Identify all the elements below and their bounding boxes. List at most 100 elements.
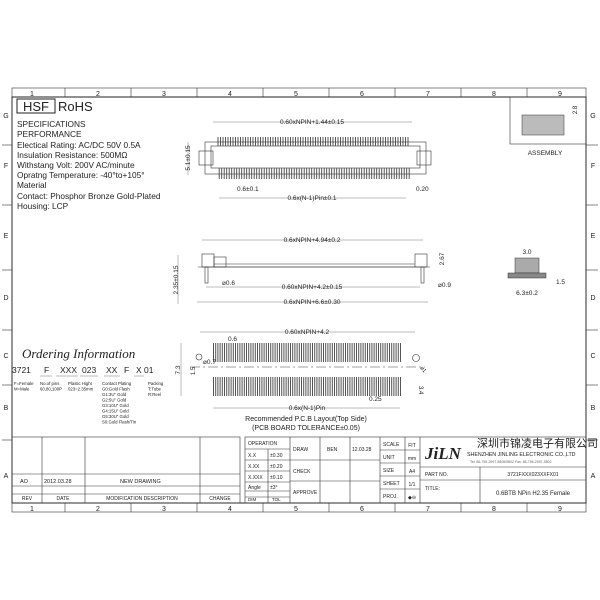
order-note-plating: Contact Plating (102, 381, 132, 386)
pcb-pad (213, 377, 214, 396)
rev-value: AO (20, 479, 29, 485)
pcb-pad (221, 377, 223, 396)
pcb-pad (232, 377, 234, 396)
pcb-pad (290, 377, 291, 396)
pcb-pad (393, 343, 395, 362)
pcb-pad (327, 377, 329, 396)
pcb-pad (243, 377, 245, 396)
company-name-en: SHENZHEN JINLING ELECTRONIC CO.,LTD (467, 452, 576, 458)
pcb-pad (274, 377, 276, 396)
pcb-pad (248, 377, 250, 396)
order-code-part: F (124, 365, 129, 375)
pcb-pad (263, 377, 265, 396)
order-note-packing: R:Reel (148, 392, 161, 397)
pcb-pad (395, 343, 397, 362)
column-label: 3 (162, 506, 166, 513)
pcb-pad (281, 343, 283, 362)
pcb-pad (213, 343, 214, 362)
top-view: 0.60xNPIN+1.44±0.15 5.1±0.15 0.6±0.1 0.2… (185, 119, 432, 202)
pcb-pad (340, 343, 342, 362)
column-label: 9 (558, 506, 562, 513)
pcb-pad (378, 377, 379, 396)
column-label: 5 (294, 91, 298, 98)
row-label: C (590, 353, 595, 360)
proj-value: ◆⊖ (408, 495, 416, 501)
pcb-pad (360, 377, 362, 396)
pcb-pad (276, 377, 278, 396)
sheet-value: 1/1 (409, 482, 416, 488)
pcb-pad (239, 343, 241, 362)
column-label: 3 (162, 91, 166, 98)
pcb-pad (397, 343, 399, 362)
pcb-pad (364, 343, 366, 362)
pcb-pad (270, 377, 272, 396)
pcb-pad (375, 343, 377, 362)
rev-header: CHANGE (209, 496, 231, 502)
order-note-pins: No.of pins (40, 381, 59, 386)
order-note-height: 023=2.35mm (68, 387, 94, 392)
pcb-pad (349, 377, 351, 396)
pcb-pad (226, 343, 228, 362)
pcb-pad (345, 343, 346, 362)
pcb-pad (305, 377, 307, 396)
pcb-pad (265, 377, 267, 396)
pcb-pad (331, 343, 333, 362)
order-code-part: F (44, 365, 49, 375)
specifications-block: HSF RoHS SPECIFICATIONSPERFORMANCEElecti… (16, 98, 161, 211)
pcb-pad (386, 377, 388, 396)
pcb-pad (270, 343, 272, 362)
pcb-tolerance: (PCB BOARD TOLERANCE±0.05) (252, 425, 360, 432)
tol-dim: Angle (248, 485, 261, 491)
pcb-pad (309, 377, 311, 396)
rev-header: MODIFICATION DESCRIPTION (106, 496, 178, 502)
rohs-mark: RoHS (58, 99, 93, 114)
pcb-pad (274, 343, 276, 362)
pcb-pad (224, 377, 225, 396)
check-label: CHECK (293, 469, 311, 475)
sheet-label: SHEET (383, 481, 400, 487)
pcb-pad (276, 343, 278, 362)
unit-label: UNIT (383, 455, 395, 461)
order-code-part: X (136, 365, 142, 375)
pcb-pad (384, 377, 386, 396)
pcb-pad (283, 343, 285, 362)
pcb-pad (375, 377, 377, 396)
drawer-name: BEN (327, 447, 338, 453)
pcb-pad (307, 377, 309, 396)
order-code-part: XX (106, 365, 118, 375)
column-label: 1 (30, 506, 34, 513)
pcb-pad (261, 377, 263, 396)
column-label: 7 (426, 91, 430, 98)
pcb-pad (237, 343, 239, 362)
pcb-pad (397, 377, 399, 396)
pcb-pad (226, 377, 228, 396)
pcb-pad (364, 377, 366, 396)
row-label: G (3, 113, 8, 120)
pcb-pad (367, 377, 368, 396)
pcb-pad (314, 377, 316, 396)
pcb-pad (285, 377, 287, 396)
pcb-pad (331, 377, 333, 396)
pcb-pad (287, 343, 289, 362)
pcb-pad (395, 377, 397, 396)
pcb-pad (307, 343, 309, 362)
spec-line: Withstang Volt: 200V AC/minute (17, 160, 135, 170)
tol-value: ±0.10 (270, 475, 283, 481)
pcb-pad (298, 377, 300, 396)
pcb-pad (259, 377, 261, 396)
pcb-pad (228, 377, 230, 396)
pcb-pad (338, 343, 340, 362)
tol-value: ±0.20 (270, 464, 283, 470)
draw-date: 12.03.28 (352, 447, 372, 453)
spec-line: Insulation Resistance: 500MΩ (17, 150, 127, 160)
pcb-pad (215, 343, 217, 362)
part-no-label: PART NO. (425, 472, 448, 478)
pcb-h-dim: 7.3 (175, 365, 182, 374)
pcb-pad (325, 343, 327, 362)
order-note-gender: F=Female (14, 381, 34, 386)
row-label: F (591, 163, 595, 170)
pcb-pad (323, 343, 324, 362)
pcb-pad (230, 377, 232, 396)
pcb-pad (316, 377, 318, 396)
order-code-part: 023 (82, 365, 96, 375)
